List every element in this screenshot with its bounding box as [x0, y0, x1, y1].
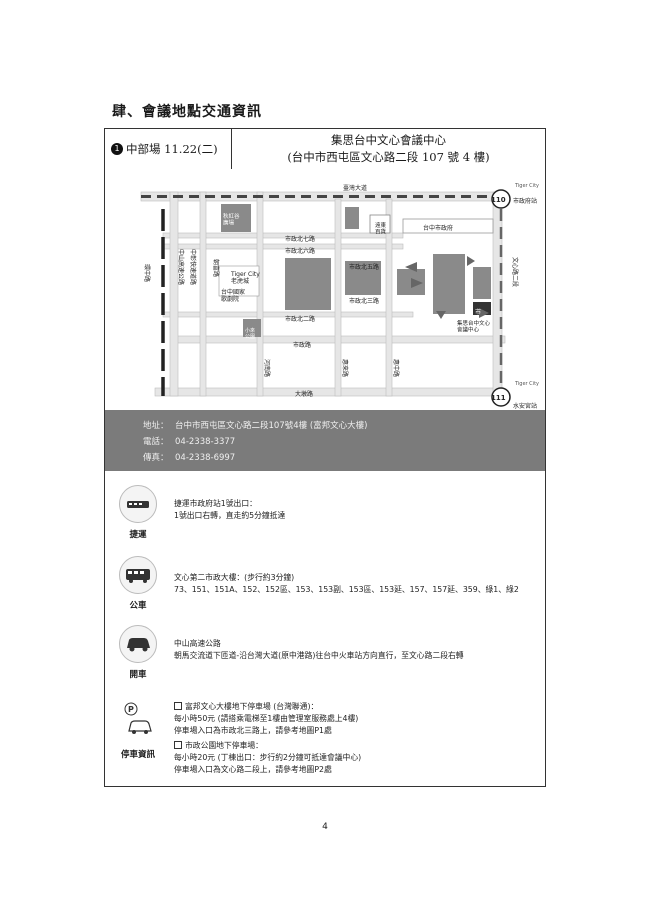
- venue-name: 集思台中文心會議中心: [331, 133, 446, 147]
- station-110-number: 110: [491, 196, 506, 204]
- label-market: 市: [475, 308, 481, 316]
- venue-header: 1 中部場 11.22(二) 集思台中文心會議中心 (台中市西屯區文心路二段 1…: [105, 129, 545, 170]
- label-zhonghua: 中彰快速道路: [189, 249, 197, 285]
- parking-p1-icon: [174, 702, 182, 710]
- car-line1: 中山高速公路: [174, 639, 221, 648]
- road-shizheng-n7: [162, 232, 404, 239]
- label-dadun: 大墩路: [295, 390, 313, 398]
- label-wenxin: 文心路二段: [511, 257, 519, 287]
- fax-value: 04-2338-6997: [175, 453, 236, 463]
- label-shizheng-n3: 市政北三路: [349, 297, 379, 305]
- venue-address-header: (台中市西屯區文心路二段 107 號 4 樓): [287, 150, 490, 164]
- road-dadun-h: [154, 387, 502, 397]
- block-market: [473, 267, 491, 299]
- block-park1: [345, 261, 381, 295]
- parking-p1-title: 富邦文心大樓地下停車場 (台灣聯通)：: [174, 701, 318, 713]
- phone-value: 04-2338-3377: [175, 437, 236, 447]
- station-110-marker: [491, 189, 511, 209]
- block-qiuhong: [221, 204, 251, 232]
- mrt-icon: [119, 485, 157, 523]
- session-cell: 1 中部場 11.22(二): [105, 129, 232, 169]
- parking-p2-line2: 停車場入口為文心路二段上，請參考地圖P2處: [174, 765, 332, 774]
- parking-icon: P: [119, 701, 157, 739]
- page-number: 4: [322, 822, 328, 832]
- svg-text:P: P: [128, 705, 134, 714]
- bus-line2: 73、151、151A、152、152區、153、153副、153區、153延、…: [174, 585, 519, 594]
- block-xiaolai: [243, 319, 261, 337]
- phone-row: 電話：04-2338-3377: [143, 437, 236, 447]
- label-opera-caption: 台中國家歌劇院: [221, 288, 245, 303]
- car-icon: [119, 625, 157, 663]
- label-shizheng: 市政路: [293, 341, 311, 349]
- tiger-brand-top: Tiger City: [514, 183, 539, 189]
- parking-p2-line1: 每小時20元 (丁棟出口：步行約2分鐘可抵達會議中心): [174, 753, 362, 762]
- parking-p2-icon: [174, 741, 182, 749]
- label-shizheng-n7: 市政北七路: [285, 235, 315, 243]
- parking-p1-line1: 每小時50元 (請搭乘電梯至1樓由管理室服務處上4樓): [174, 714, 359, 723]
- mrt-line1: 捷運市政府站1號出口：: [174, 499, 257, 508]
- label-henan: 河南路: [263, 359, 271, 377]
- contact-info-bar: 地址：台中市西屯區文心路二段107號4樓 (富邦文心大樓) 電話：04-2338…: [105, 410, 545, 471]
- label-venue: 集思台中文心會議中心: [457, 319, 491, 333]
- label-huanzhong: 環中路: [143, 264, 151, 282]
- bus-line1: 文心第二市政大樓：(步行約3分鐘): [174, 573, 295, 582]
- mrt-line2: 1號出口右轉，直走約5分鐘抵達: [174, 511, 286, 520]
- label-shizheng-n6: 市政北六路: [285, 247, 315, 255]
- fax-row: 傳真：04-2338-6997: [143, 453, 236, 463]
- section-heading: 肆、會議地點交通資訊: [112, 104, 262, 120]
- label-shizheng-n5: 市政北五路: [349, 263, 379, 271]
- label-huimin: 惠中路: [392, 359, 400, 377]
- label-xiaolai: 小來公園: [245, 327, 255, 340]
- label-city-gov: 台中市政府: [423, 224, 453, 232]
- address-value: 台中市西屯區文心路二段107號4樓 (富邦文心大樓): [175, 421, 368, 431]
- label-qiuhong: 秋紅谷廣場: [223, 212, 240, 226]
- tiger-brand-bottom: Tiger City: [514, 381, 539, 387]
- label-huanzhong-2: 中山高速公路: [177, 249, 185, 285]
- block-citygov2: [433, 254, 465, 314]
- label-shizheng-n2: 市政北二路: [285, 315, 315, 323]
- venue-info-frame: 1 中部場 11.22(二) 集思台中文心會議中心 (台中市西屯區文心路二段 1…: [104, 128, 546, 787]
- session-bullet: 1: [111, 143, 123, 155]
- parking-p2-title: 市政公園地下停車場：: [174, 740, 263, 752]
- station-111-name: 水安宮站: [513, 402, 537, 410]
- road-shizheng-n6: [162, 243, 404, 250]
- label-yuandong: 遠東百貨: [375, 221, 387, 235]
- car-caption: 開車: [129, 670, 147, 680]
- block-xinguang: [345, 207, 359, 229]
- bus-icon: [119, 556, 157, 594]
- car-line2: 朝馬交流道下匝道-沿台灣大道(原中港路)往台中火車站方向直行，至文心路二段右轉: [174, 651, 464, 660]
- address-row: 地址：台中市西屯區文心路二段107號4樓 (富邦文心大樓): [143, 421, 368, 431]
- block-opera: [285, 258, 331, 310]
- venue-cell: 集思台中文心會議中心 (台中市西屯區文心路二段 107 號 4 樓): [232, 129, 545, 169]
- bus-caption: 公車: [129, 601, 147, 611]
- location-map: 臺灣大道 110 市政府站 111 水安宮站 Tiger City Tiger …: [105, 169, 545, 410]
- station-111-marker: [491, 387, 511, 407]
- station-110-name: 市政府站: [513, 197, 537, 205]
- label-huilai: 惠來路: [341, 359, 349, 377]
- parking-p1-line2: 停車場入口為市政北三路上，請參考地圖P1處: [174, 726, 332, 735]
- session-label: 中部場 11.22(二): [126, 142, 218, 156]
- label-taiwan-blvd: 臺灣大道: [343, 184, 367, 192]
- station-111-number: 111: [491, 394, 506, 402]
- mrt-caption: 捷運: [129, 530, 147, 540]
- label-chaofu: 朝富路: [212, 259, 220, 277]
- parking-caption: 停車資訊: [120, 750, 155, 760]
